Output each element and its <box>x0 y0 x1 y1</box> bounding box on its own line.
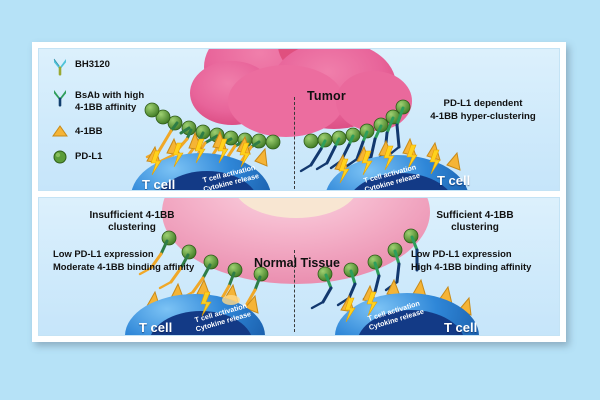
tcell-label-normal-right: T cell <box>444 320 478 335</box>
bh3120-antibody-cluster-normal-left <box>138 239 262 308</box>
caption-line1: PD-L1 dependent <box>443 98 523 109</box>
tcell-normal-right: T cell activation Cytokine release <box>329 278 484 335</box>
caption-detail-pdl1-expression: Low PD-L1 expression <box>53 248 154 259</box>
lightning-bolts-right <box>338 144 441 184</box>
panel-normal-tissue: Normal Tissue <box>38 197 560 336</box>
normal-tissue-blob <box>159 198 434 290</box>
caption-pdl1-dependent: PD-L1 dependent 4-1BB hyper-clustering <box>409 97 557 123</box>
lightning-bolts-normal-left <box>200 291 212 317</box>
caption-detail-pdl1-expression: Low PD-L1 expression <box>411 248 512 259</box>
caption-title-line1: Insufficient 4-1BB <box>89 210 175 221</box>
panel-tumor: BH3120 BsAb with high 4-1BB affinity <box>38 48 560 191</box>
antibody-bsab-icon <box>49 88 71 108</box>
caption-line2: 4-1BB hyper-clustering <box>430 111 536 122</box>
tcell-label-tumor-left: T cell <box>142 177 176 191</box>
lightning-bolts-normal-right <box>344 291 378 323</box>
triangle-4-1bb-icon <box>49 124 71 138</box>
legend: BH3120 BsAb with high 4-1BB affinity <box>49 57 189 176</box>
legend-label-4-1bb: 4-1BB <box>75 126 103 137</box>
caption-title-line1: Sufficient 4-1BB <box>436 210 514 221</box>
legend-item-4-1bb: 4-1BB <box>49 124 189 138</box>
legend-label-bsab: BsAb with high 4-1BB affinity <box>75 90 145 113</box>
legend-item-pdl1: PD-L1 <box>49 149 189 165</box>
caption-title-line2: clustering <box>108 222 156 233</box>
panel-divider-top <box>294 97 295 189</box>
figure-container: BH3120 BsAb with high 4-1BB affinity <box>32 42 566 342</box>
tumor-label: Tumor <box>307 89 346 103</box>
caption-insufficient-clustering: Insufficient 4-1BB clustering Low PD-L1 … <box>47 210 217 273</box>
tcell-label-tumor-right: T cell <box>437 173 471 188</box>
panel-divider-bottom <box>294 250 295 332</box>
caption-title-line2: clustering <box>451 222 499 233</box>
tcell-normal-left: T cell activation Cytokine release <box>121 278 271 335</box>
caption-detail-binding-affinity: Moderate 4-1BB binding affinity <box>53 261 195 272</box>
normal-tissue-label: Normal Tissue <box>254 256 340 270</box>
antibody-bh3120-icon <box>49 57 71 77</box>
caption-detail-binding-affinity: High 4-1BB binding affinity <box>411 261 532 272</box>
caption-sufficient-clustering: Sufficient 4-1BB clustering Low PD-L1 ex… <box>391 210 559 273</box>
legend-label-bh3120: BH3120 <box>75 59 110 70</box>
legend-item-bsab: BsAb with high 4-1BB affinity <box>49 88 189 113</box>
legend-label-pdl1: PD-L1 <box>75 151 103 162</box>
lightning-bolts-left <box>150 138 251 176</box>
tumor-membrane-molecules <box>144 99 411 173</box>
tcell-label-normal-left: T cell <box>139 320 173 335</box>
tcell-tumor-right: T cell activation Cytokine release <box>321 137 476 190</box>
tcell-tumor-left: T cell activation Cytokine release <box>127 130 277 190</box>
circle-pdl1-icon <box>49 149 71 165</box>
legend-item-bh3120: BH3120 <box>49 57 189 77</box>
